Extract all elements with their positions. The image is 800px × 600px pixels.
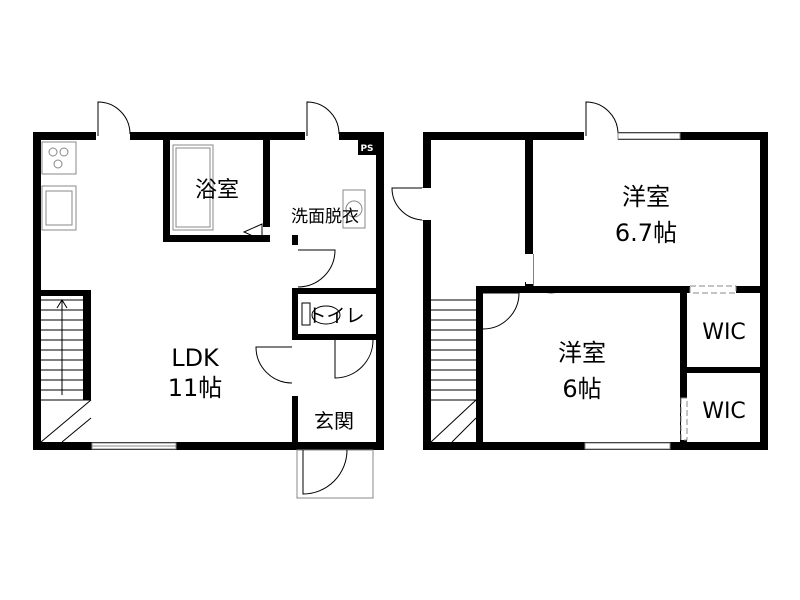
upper-floor [391,101,768,450]
toilet-label: トイレ [307,305,364,327]
wic-1-label: WIC [702,320,746,345]
ldk-label: LDK [171,344,220,372]
ldk-size-label: 11帖 [168,374,223,402]
western-a-label: 洋室 [622,183,670,211]
ps-label: PS [360,144,373,154]
entrance-label: 玄関 [314,409,354,433]
wic-2-label: WIC [702,399,746,424]
bath-label: 浴室 [195,178,239,203]
ground-stairs [40,299,92,443]
western-a-size-label: 6.7帖 [615,219,677,247]
upper-stairs [430,299,477,443]
western-b-size-label: 6帖 [562,375,601,403]
washroom-label: 洗面脱衣 [291,207,359,227]
ground-floor: PS [33,101,384,499]
western-b-label: 洋室 [558,339,606,367]
